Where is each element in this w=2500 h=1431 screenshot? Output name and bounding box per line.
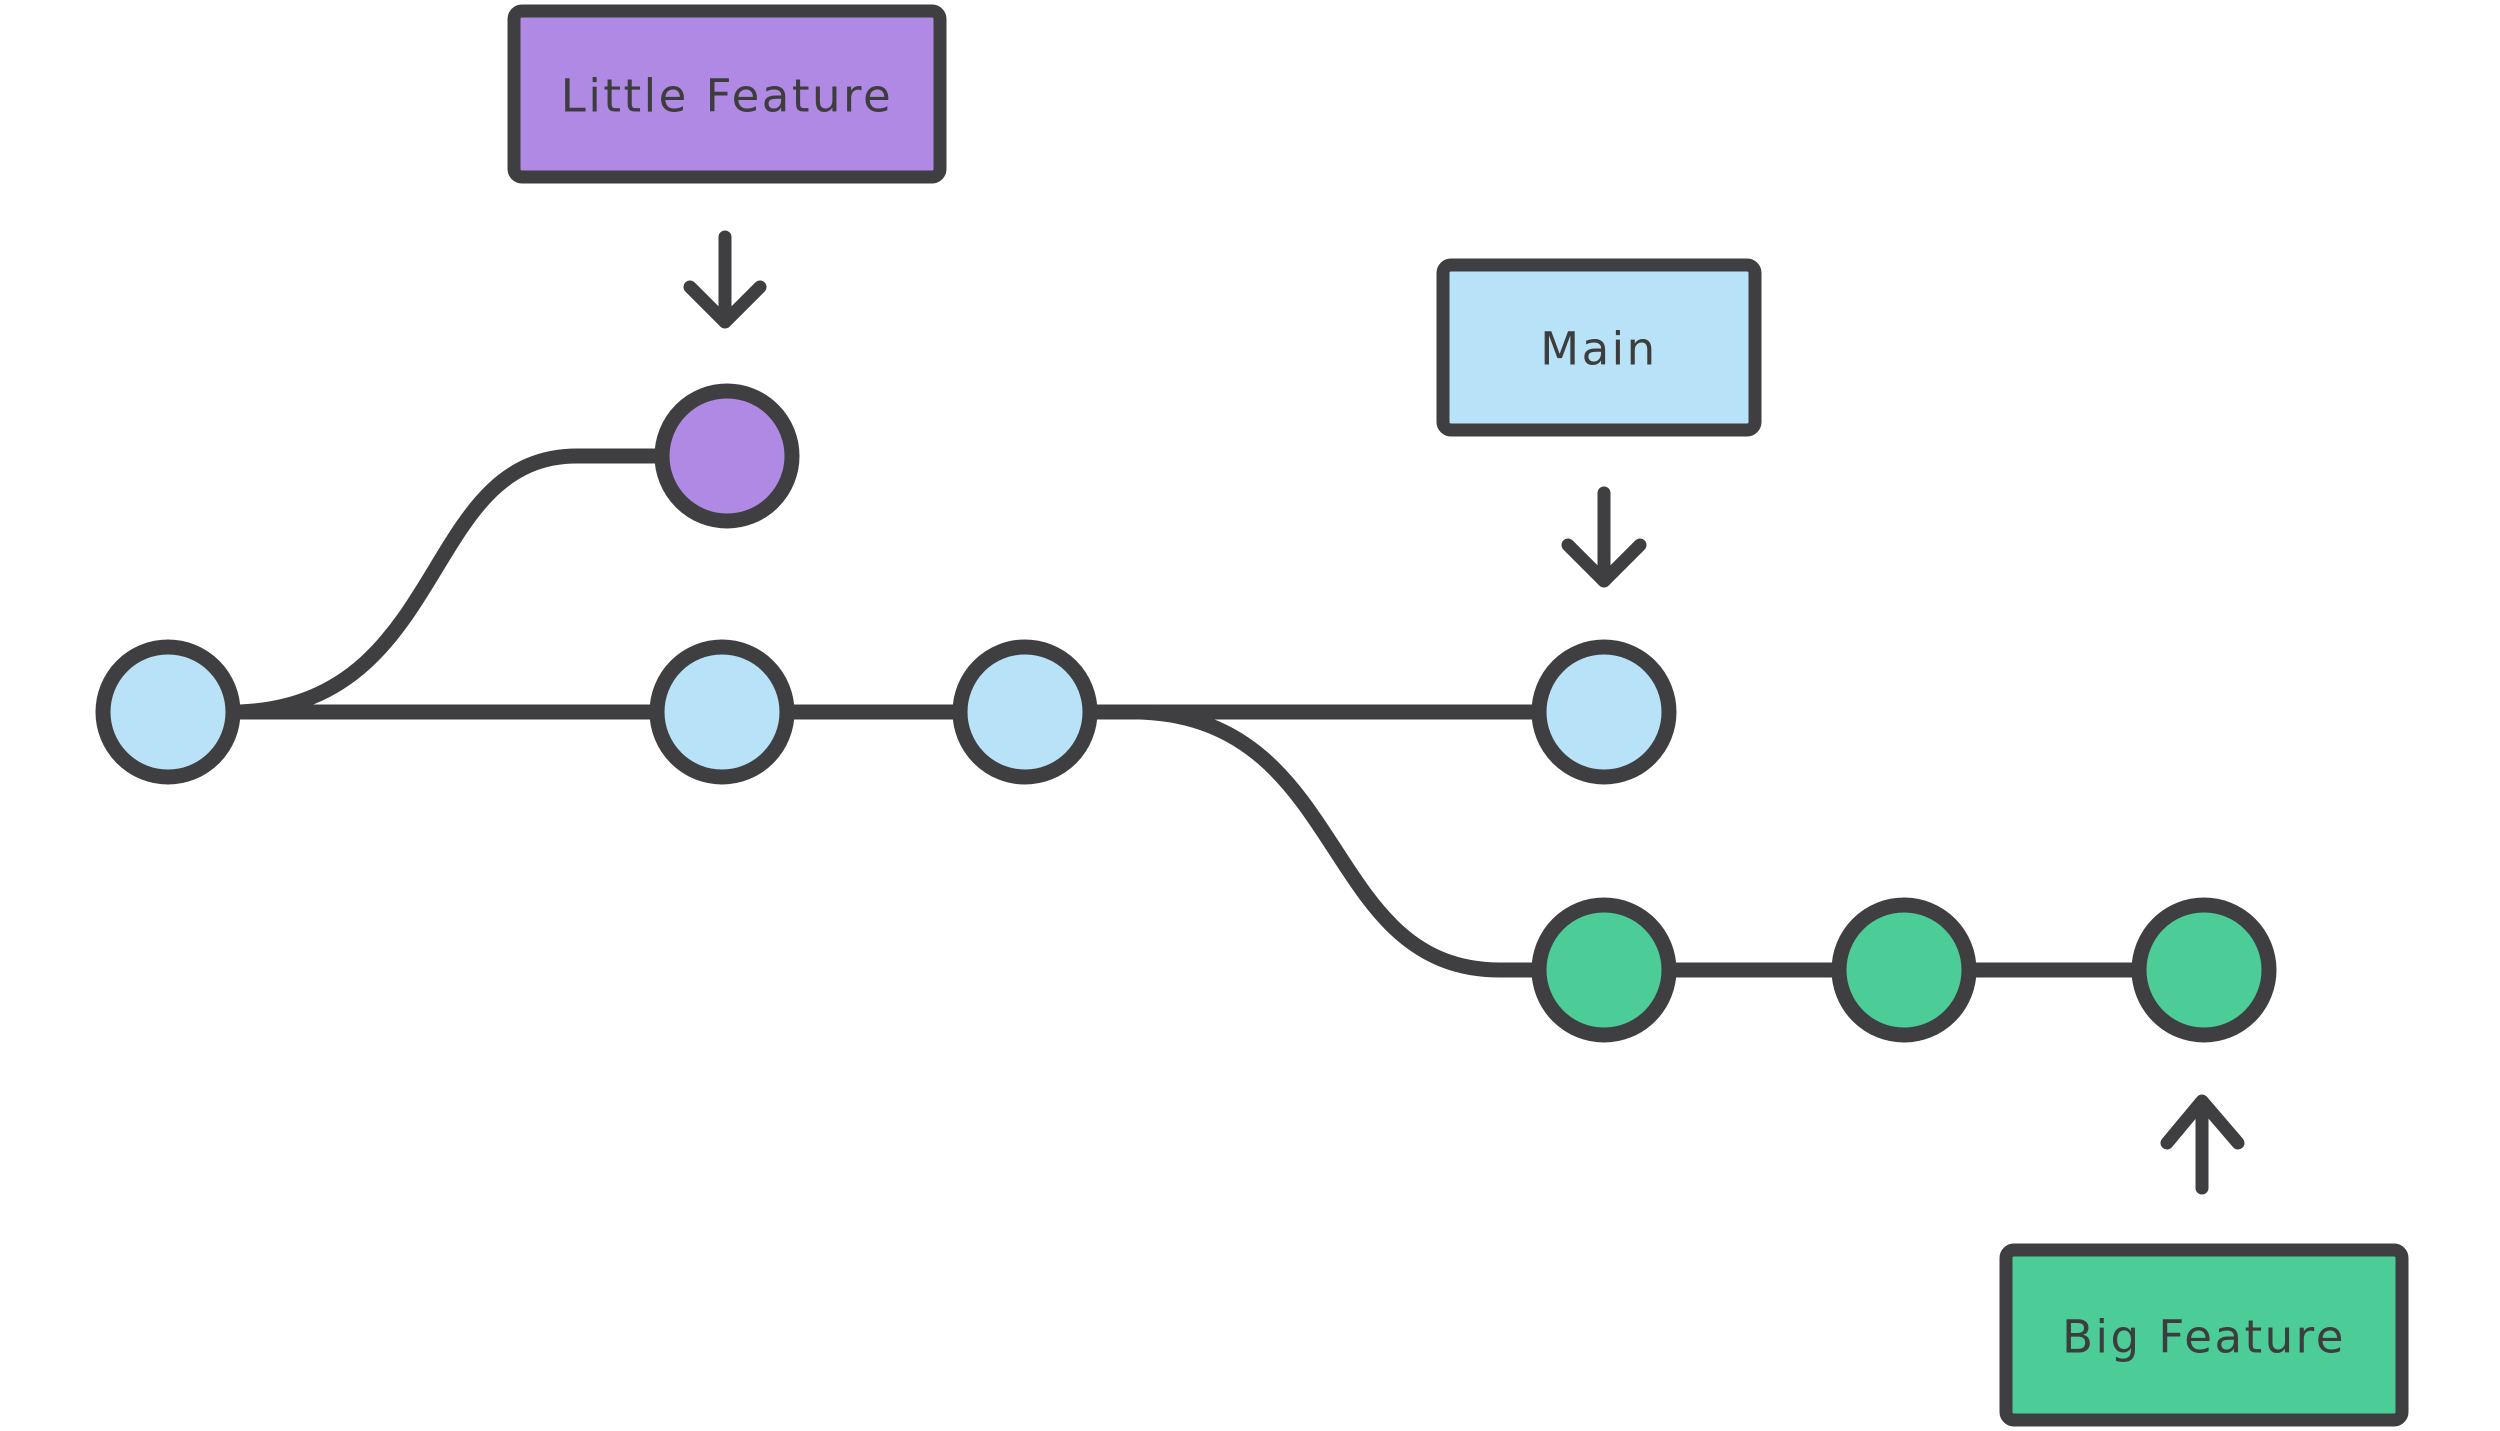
main-label-box <box>1436 258 1762 437</box>
commit-node-main-4 <box>1531 639 1677 785</box>
little-feature-label-group: Little Feature <box>507 4 947 329</box>
big-feature-branch-line <box>1139 704 2204 978</box>
little-feature-branch-line <box>239 448 727 720</box>
big-feature-label-box <box>1999 1243 2409 1427</box>
main-label: Main <box>1540 323 1657 376</box>
commit-node-big-feature-1 <box>1531 897 1677 1043</box>
big-feature-label-group: Big Feature <box>1999 1094 2409 1427</box>
big-feature-label: Big Feature <box>2062 1311 2346 1364</box>
commit-node-big-feature-2 <box>1831 897 1977 1043</box>
main-label-group: Main <box>1436 258 1762 588</box>
commit-node-main-1 <box>95 639 241 785</box>
little-feature-label: Little Feature <box>561 70 893 123</box>
up-arrow-icon <box>2160 1094 2245 1195</box>
down-arrow-icon <box>1561 486 1647 588</box>
commit-node-main-3 <box>952 639 1098 785</box>
commit-node-big-feature-3 <box>2131 897 2277 1043</box>
little-feature-label-box <box>507 4 947 184</box>
commit-node-main-2 <box>649 639 795 785</box>
down-arrow-icon <box>683 230 767 329</box>
commit-node-little-feature <box>654 383 800 529</box>
